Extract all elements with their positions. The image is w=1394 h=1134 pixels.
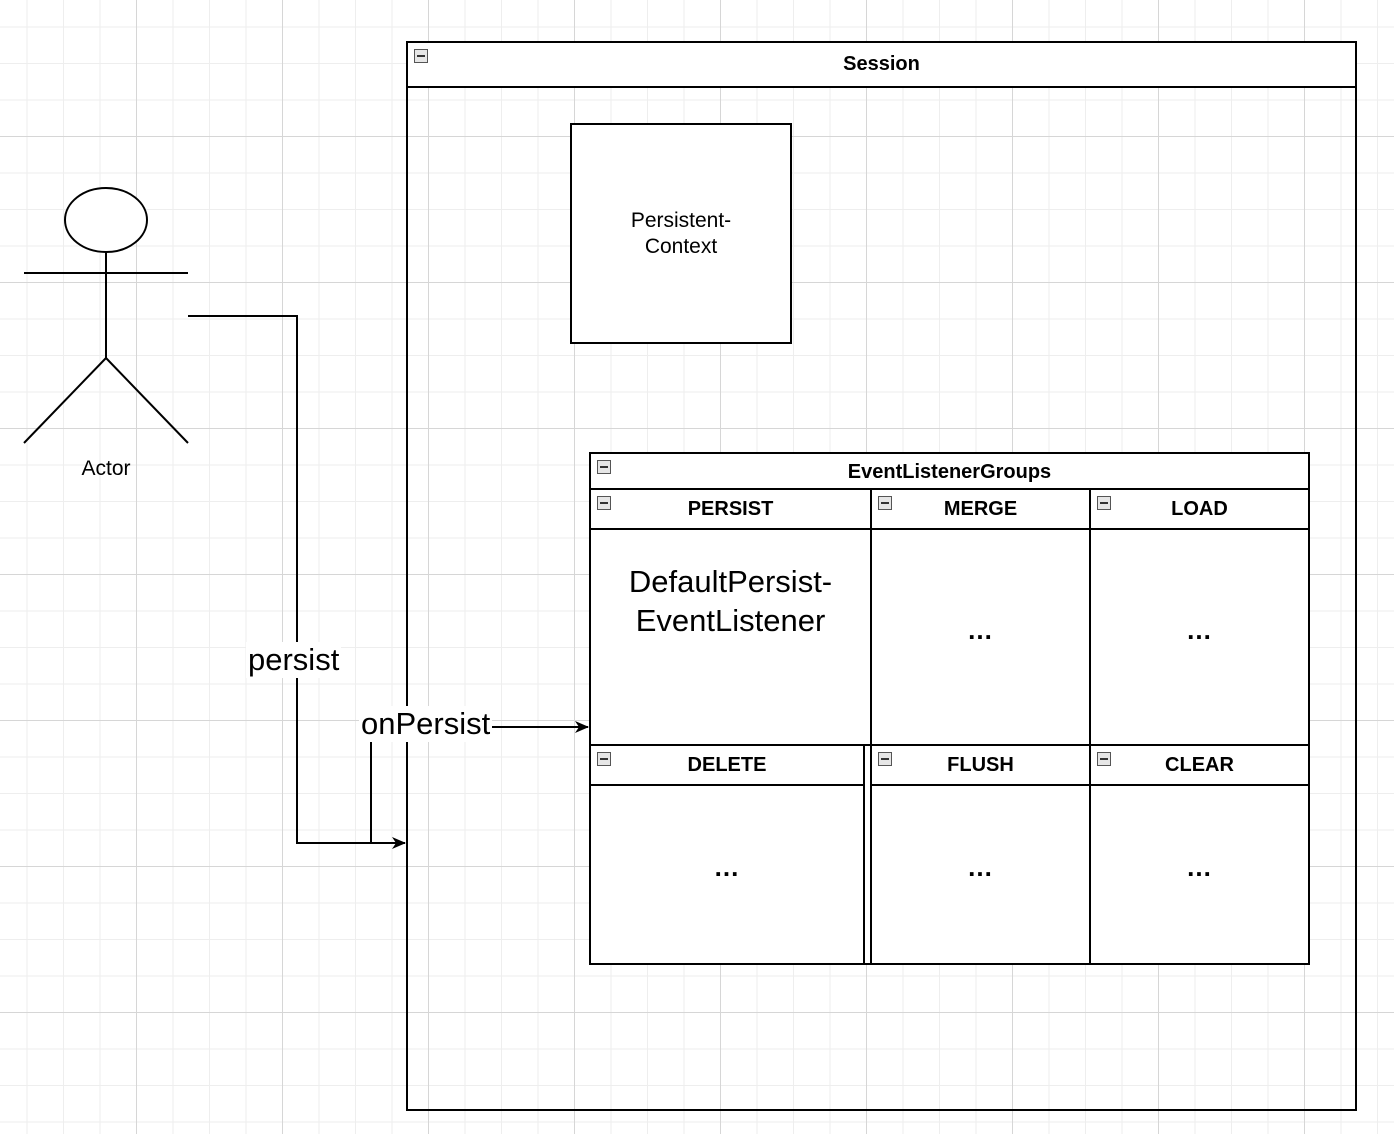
persist-edge-label: persist: [246, 642, 342, 678]
event-listener-groups-title: EventListenerGroups: [847, 461, 1052, 483]
persistent-context-label-line1: Persistent-: [630, 208, 732, 232]
session-header: Session: [408, 43, 1355, 88]
flush-group-title: FLUSH: [947, 753, 1014, 776]
merge-group-content: ...: [968, 614, 993, 645]
flush-group-header: FLUSH: [872, 746, 1089, 786]
actor-figure[interactable]: [23, 187, 189, 444]
persist-group-title: PERSIST: [687, 497, 774, 520]
persist-edge[interactable]: [188, 315, 406, 849]
clear-group-collapse-icon[interactable]: [1097, 752, 1111, 766]
load-group-header: LOAD: [1091, 490, 1308, 530]
clear-group-header: CLEAR: [1091, 746, 1308, 786]
default-persist-listener-line2: EventListener: [635, 603, 826, 638]
merge-group-header: MERGE: [872, 490, 1089, 530]
persist-group[interactable]: PERSIST DefaultPersist- EventListener: [589, 488, 872, 746]
clear-group-body: ...: [1091, 786, 1308, 965]
default-persist-listener-line1: DefaultPersist-: [628, 564, 833, 599]
persistent-context-label-line2: Context: [644, 234, 718, 258]
persistent-context-box[interactable]: Persistent- Context: [570, 123, 792, 344]
persist-group-collapse-icon[interactable]: [597, 496, 611, 510]
flush-group-collapse-icon[interactable]: [878, 752, 892, 766]
clear-group[interactable]: CLEAR ...: [1089, 744, 1310, 965]
merge-group[interactable]: MERGE ...: [870, 488, 1091, 746]
persist-group-header: PERSIST: [591, 490, 870, 530]
delete-group[interactable]: DELETE ...: [589, 744, 865, 965]
load-group-title: LOAD: [1171, 497, 1228, 520]
clear-group-title: CLEAR: [1165, 753, 1234, 776]
delete-group-body: ...: [591, 786, 863, 965]
load-group-collapse-icon[interactable]: [1097, 496, 1111, 510]
delete-group-collapse-icon[interactable]: [597, 752, 611, 766]
merge-group-collapse-icon[interactable]: [878, 496, 892, 510]
on-persist-edge-label: onPersist: [359, 706, 493, 742]
flush-group-body: ...: [872, 786, 1089, 965]
load-group-body: ...: [1091, 530, 1308, 746]
delete-group-title: DELETE: [687, 753, 767, 776]
actor-right-leg: [105, 357, 189, 444]
merge-group-body: ...: [872, 530, 1089, 746]
clear-group-content: ...: [1187, 852, 1212, 882]
session-title: Session: [843, 53, 920, 75]
session-collapse-icon[interactable]: [414, 49, 428, 63]
actor-head: [64, 187, 148, 253]
delete-group-content: ...: [714, 852, 740, 882]
persist-group-body: DefaultPersist- EventListener: [591, 530, 870, 730]
actor-left-leg: [23, 357, 107, 444]
event-listener-groups-collapse-icon[interactable]: [597, 460, 611, 474]
load-group[interactable]: LOAD ...: [1089, 488, 1310, 746]
merge-group-title: MERGE: [943, 497, 1018, 520]
session-container[interactable]: Session: [406, 41, 1357, 1111]
load-group-content: ...: [1187, 614, 1212, 645]
actor-label: Actor: [81, 457, 131, 480]
flush-group[interactable]: FLUSH ...: [870, 744, 1091, 965]
flush-group-content: ...: [968, 852, 993, 882]
delete-group-header: DELETE: [591, 746, 863, 786]
